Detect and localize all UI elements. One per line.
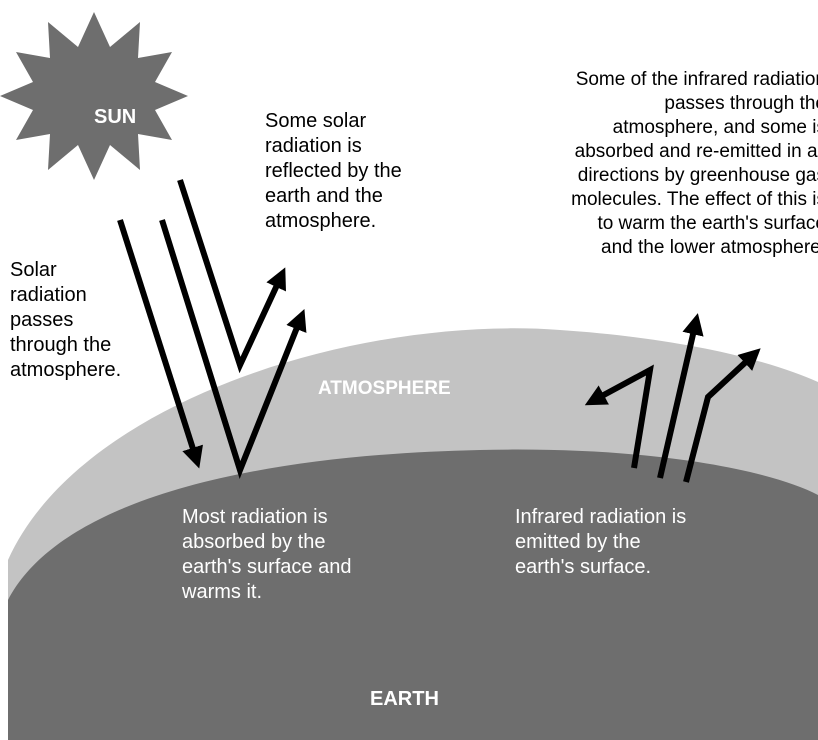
caption-solar-passes: Solar radiation passes through the atmos… bbox=[10, 259, 122, 381]
infrared-escape-arrow bbox=[657, 313, 704, 479]
solar-incoming-arrow bbox=[117, 219, 203, 469]
caption-reflected: Some solar radiation is reflected by the… bbox=[265, 110, 402, 232]
caption-absorbed: Most radiation is absorbed by the earth'… bbox=[182, 506, 352, 603]
reflected-atmosphere-arrow bbox=[177, 179, 286, 374]
caption-infrared-emitted: Infrared radiation is emitted by the ear… bbox=[515, 506, 687, 578]
earth-label: EARTH bbox=[370, 688, 439, 710]
infrared-reemitted-arrow bbox=[584, 364, 654, 469]
earth-surface bbox=[8, 449, 818, 740]
atmosphere-label: ATMOSPHERE bbox=[318, 378, 451, 399]
sun-label: SUN bbox=[94, 106, 137, 128]
sun-shape bbox=[0, 12, 188, 180]
caption-infrared-greenhouse: Some of the infrared radiation passes th… bbox=[571, 69, 818, 258]
infrared-passthrough-arrow bbox=[683, 348, 761, 483]
reflected-earth-arrow bbox=[159, 219, 307, 479]
